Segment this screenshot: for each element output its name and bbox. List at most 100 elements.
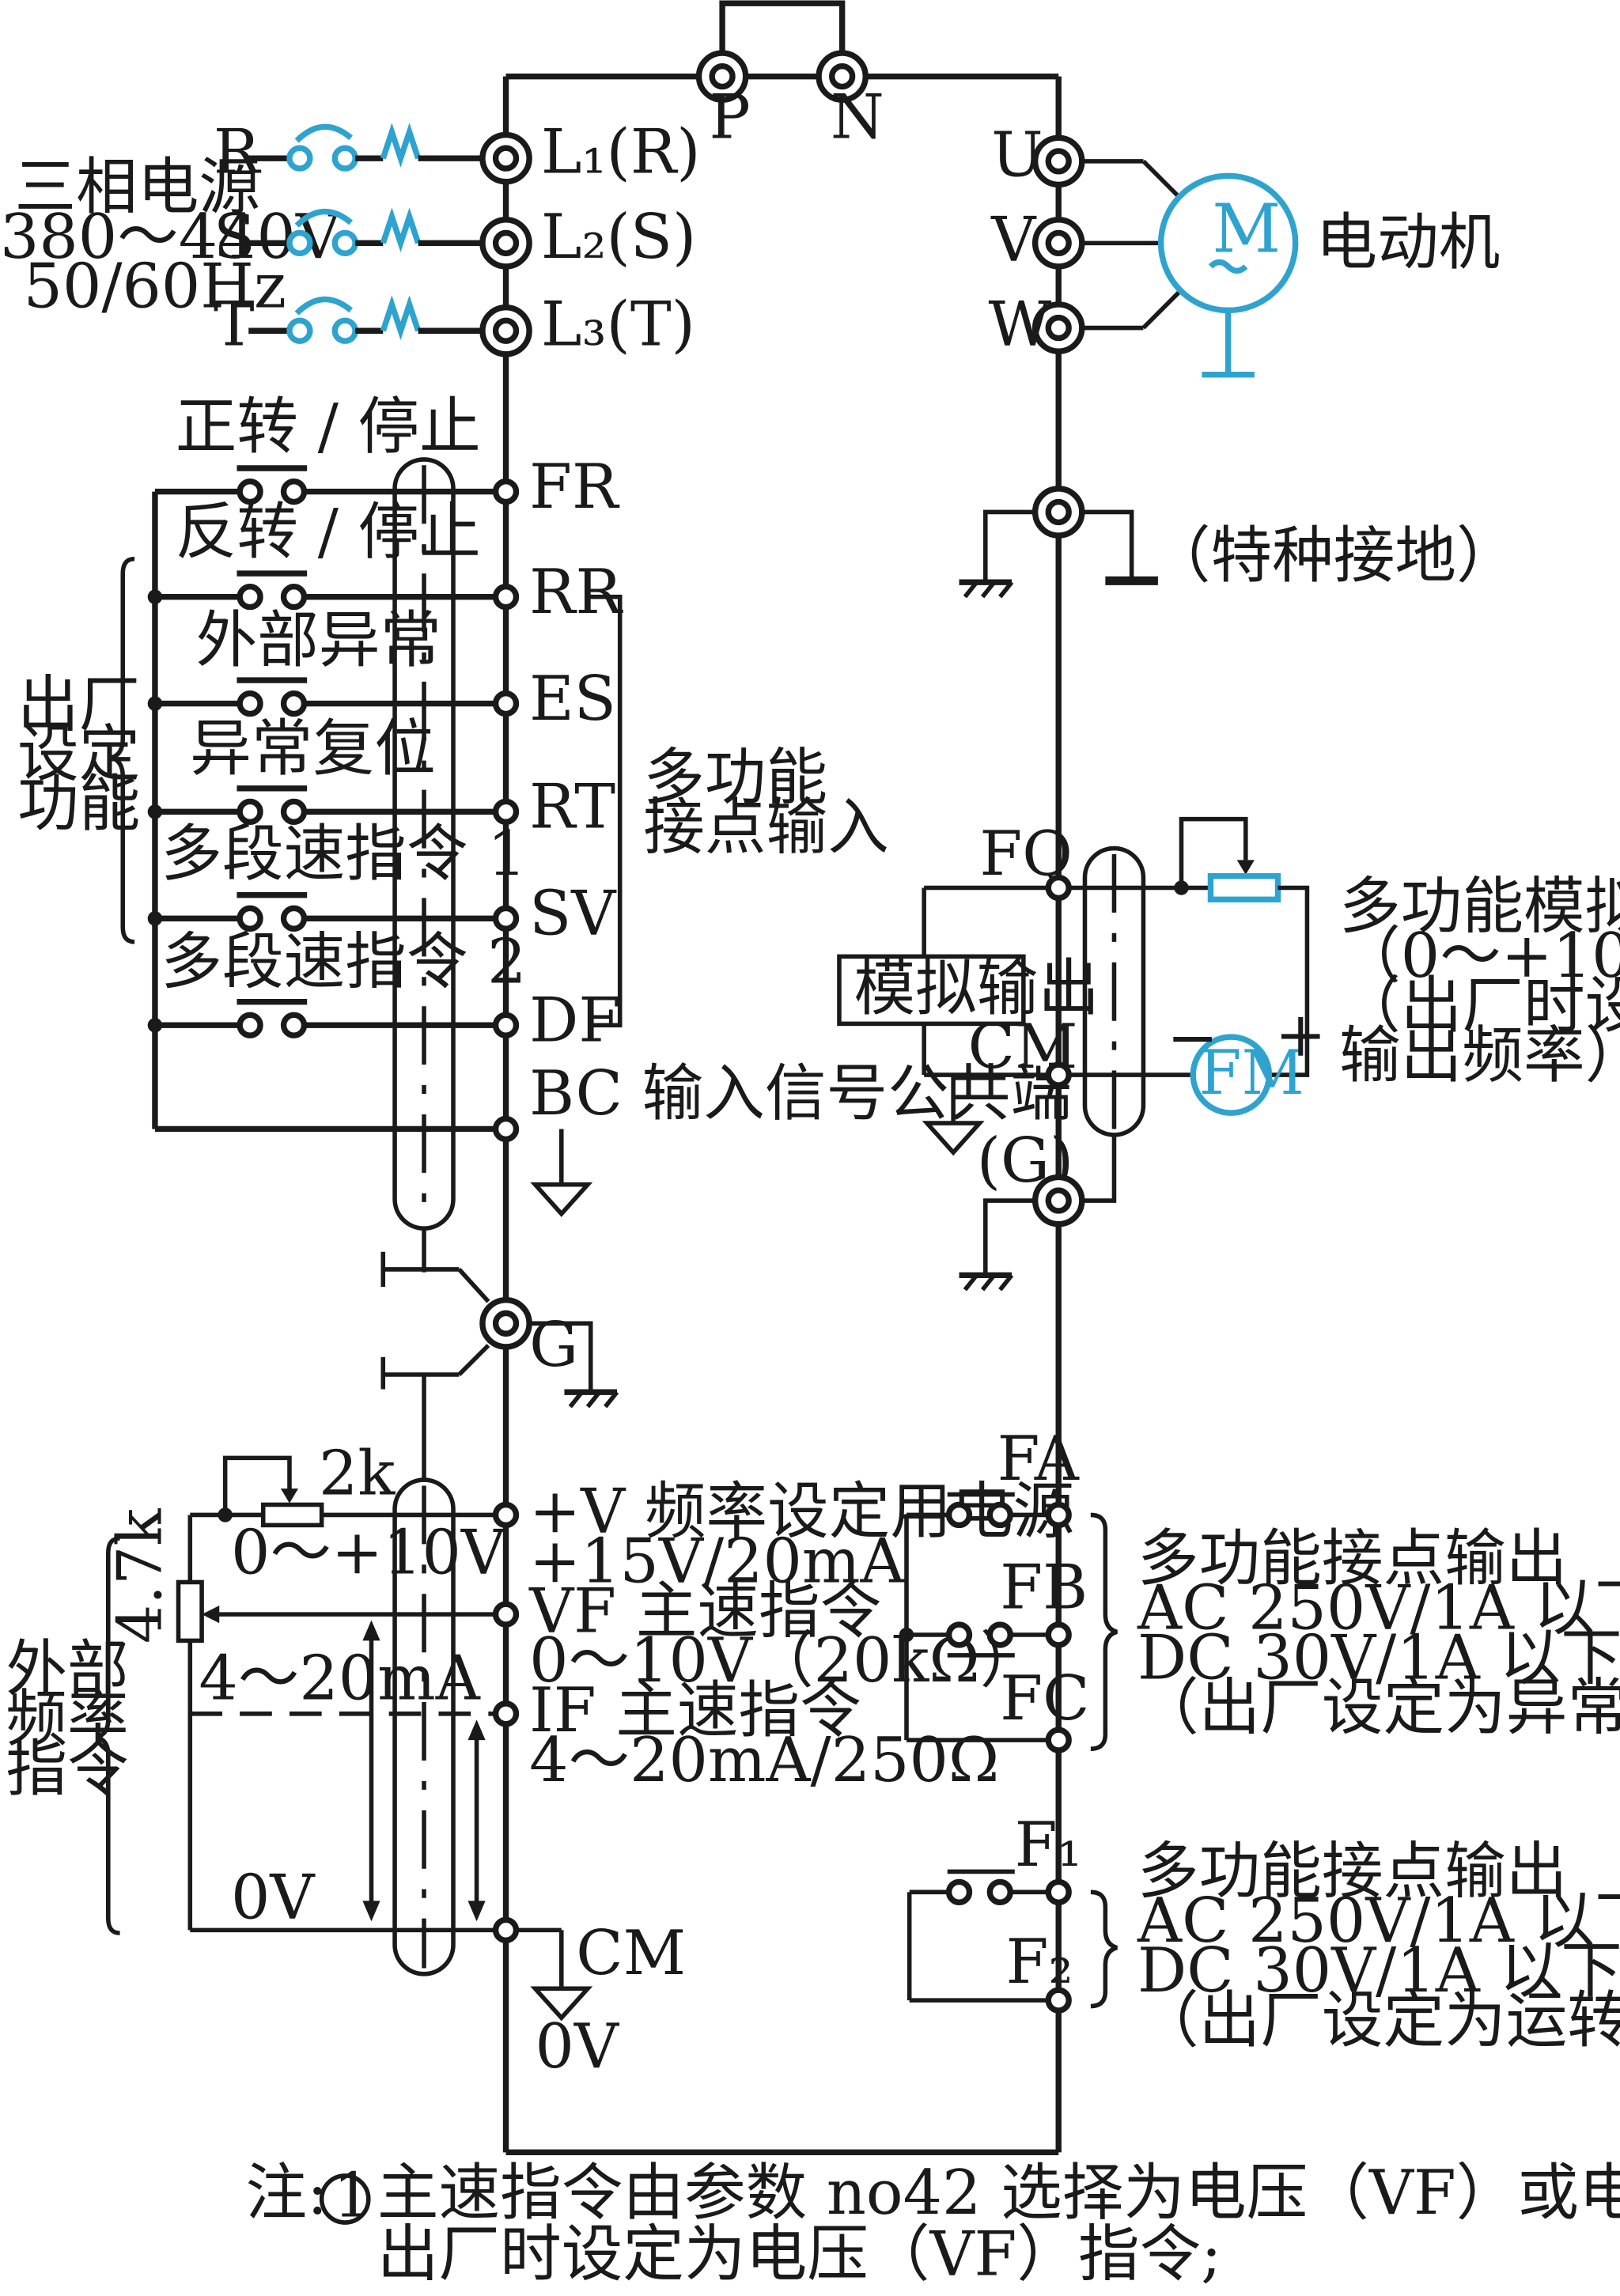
g-terminal-label: G — [529, 1310, 578, 1381]
footnote: 注: 1 主速指令由参数 no42 选择为电压（VF）或电流（IF）指令, 出厂… — [246, 2158, 1620, 2290]
terminal-sv: SV — [529, 879, 617, 950]
input-terminals: L₁(R) L₂(S) L₃(T) — [479, 117, 701, 361]
switch-row-es — [147, 677, 494, 717]
fc-terminal-label: FC — [1000, 1663, 1089, 1734]
note-line-2: 出厂时设定为电压（VF）指令; — [377, 2219, 1222, 2290]
terminal-v-label: V — [990, 205, 1037, 276]
analog-desc-2: （0～+10V） — [1339, 921, 1620, 992]
relay1-desc-4: （出厂设定为异常信号） — [1137, 1672, 1620, 1743]
zero-v-label: 0V — [536, 2011, 620, 2082]
fb-terminal-label: FB — [1000, 1553, 1088, 1624]
multi-input-label-1: 多功能 — [643, 743, 827, 814]
terminal-es: ES — [529, 664, 616, 735]
analog-output-box-label: 模拟输出 — [854, 953, 1100, 1024]
fm-plus: + — [1275, 1000, 1327, 1071]
pot-2k-label: 2k — [319, 1439, 396, 1510]
phase-t-label: T — [214, 289, 255, 361]
switch-label-ms2: 多段速指令 2 — [161, 927, 526, 998]
bc-common-label: BC 输入信号公共端 — [529, 1058, 1072, 1129]
freq-shield — [392, 1477, 456, 1976]
if-terminal-spec: 4～20mA/250Ω — [529, 1725, 999, 1796]
terminal-rt: RT — [529, 772, 615, 843]
pot-2k — [260, 1502, 324, 1528]
power-source: 三相电源 380～440V 50/60Hz R S T — [0, 117, 483, 361]
dc-bus-terminals: P N — [695, 50, 884, 153]
v-terminal-label: +V 频率设定用电源 — [529, 1477, 1074, 1548]
note-line-1: 主速指令由参数 no42 选择为电压（VF）或电流（IF）指令, — [377, 2158, 1620, 2229]
relay2-desc-4: （出厂设定为运转中信号） — [1137, 1985, 1620, 2056]
pot-symbol — [1207, 873, 1281, 902]
fm-minus: − — [1167, 1003, 1218, 1074]
terminal-w-label: W — [989, 289, 1052, 361]
cm-label: CM — [576, 1918, 686, 1989]
relay1-desc-3: DC 30V/1A 以下 — [1137, 1622, 1620, 1693]
switch-label-fwd: 正转 / 停止 — [176, 391, 481, 463]
factory-label-1: 出厂 — [17, 669, 140, 740]
digital-inputs: 正转 / 停止 反转 / 停止 外部异常 异常复位 多段速指令 1 多段速指令 … — [17, 391, 1072, 1231]
relay-output-2: F₁ F₂ 多功能接点输出 AC 250V/1A 以下 DC 30V/1A 以下… — [907, 1810, 1620, 2056]
terminal-l3-label: L₃(T) — [541, 289, 695, 361]
switch-label-ext-fault: 外部异常 — [196, 605, 442, 676]
terminal-rr: RR — [529, 557, 623, 628]
freq-group-1: 外部 — [6, 1634, 128, 1705]
switch-row-rr — [147, 570, 494, 611]
zero-label: 0V — [231, 1863, 316, 1934]
factory-label-2: 设定 — [17, 719, 140, 790]
pot-4-7k — [176, 1579, 204, 1644]
switch-row-rt — [147, 785, 494, 826]
terminal-l1-label: L₁(R) — [541, 117, 701, 188]
analog-output: FQ 模拟输出 CM FM − + 多功能模拟输出 （0～+10V） （出厂时设… — [837, 816, 1620, 1292]
relay2-desc-1: 多功能接点输出 — [1137, 1836, 1567, 1907]
switch-label-rev: 反转 / 停止 — [176, 497, 481, 568]
terminal-l2-label: L₂(S) — [541, 202, 696, 273]
special-ground-label: （特种接地） — [1149, 520, 1518, 592]
relay1-desc-1: 多功能接点输出 — [1137, 1523, 1567, 1594]
if-terminal-label: IF 主速指令 — [529, 1675, 861, 1746]
fa-terminal-label: FA — [997, 1424, 1080, 1495]
multi-input-label-2: 接点输入 — [643, 792, 889, 864]
motor-section: U V W M 电动机 （特种接地） — [959, 119, 1518, 599]
relay2-desc-3: DC 30V/1A 以下 — [1137, 1935, 1620, 2007]
factory-label-3: 功能 — [17, 769, 140, 840]
freq-group-3: 指令 — [6, 1734, 128, 1805]
relay1-desc-2: AC 250V/1A 以下 — [1137, 1573, 1620, 1644]
f1-terminal-label: F₁ — [1015, 1810, 1082, 1881]
power-source-voltage: 380～440V — [0, 202, 342, 273]
analog-desc-3: （出厂时设定为 — [1339, 970, 1620, 1042]
motor-m-label: M — [1212, 190, 1281, 268]
chassis-ground: G — [380, 1228, 619, 1481]
f2-terminal-label: F₂ — [1006, 1927, 1073, 1998]
power-source-title: 三相电源 — [14, 152, 260, 223]
inverter-frame — [502, 0, 1062, 2156]
relay2-desc-2: AC 250V/1A 以下 — [1137, 1886, 1620, 1957]
switch-row-df — [147, 998, 494, 1038]
switch-label-reset: 异常复位 — [190, 713, 436, 785]
v-terminal-spec: +15V/20mA — [529, 1526, 905, 1597]
fm-meter — [1190, 1034, 1273, 1116]
note-prefix: 注: — [246, 2158, 328, 2229]
power-source-frequency: 50/60Hz — [24, 252, 286, 323]
analog-output-box — [837, 954, 1026, 1027]
relay-output-1: FA FB FC 多功能接点输出 AC 250V/1A 以下 DC 30V/1A… — [899, 1424, 1620, 1753]
vf-terminal-label: VF 主速指令 — [528, 1575, 881, 1647]
terminal-u-label: U — [991, 119, 1043, 191]
phase-r-label: R — [214, 117, 262, 188]
analog-desc-1: 多功能模拟输出 — [1339, 871, 1620, 942]
switch-row-sv — [147, 892, 494, 932]
freq-group-2: 频率 — [6, 1684, 128, 1755]
terminal-fr: FR — [529, 452, 620, 523]
range-label: 0～+10V — [231, 1517, 507, 1588]
analog-desc-4: 输出频率） — [1339, 1020, 1620, 1091]
frequency-command: 2k 0～+10V 4.7k 4～20mA 0V +V 频率设定用 — [6, 1439, 1074, 2083]
terminal-p-label: P — [709, 81, 750, 153]
motor-label: 电动机 — [1316, 207, 1501, 278]
fm-meter-label: FM — [1199, 1038, 1304, 1109]
phase-s-label: S — [214, 202, 255, 273]
switch-label-ms1: 多段速指令 1 — [161, 819, 526, 890]
note-number: 1 — [333, 2161, 372, 2232]
ma-label: 4～20mA — [199, 1643, 480, 1714]
pot-4-7k-label: 4.7k — [104, 1508, 176, 1644]
switch-row-fr — [154, 465, 494, 505]
terminal-df: DF — [529, 985, 621, 1057]
